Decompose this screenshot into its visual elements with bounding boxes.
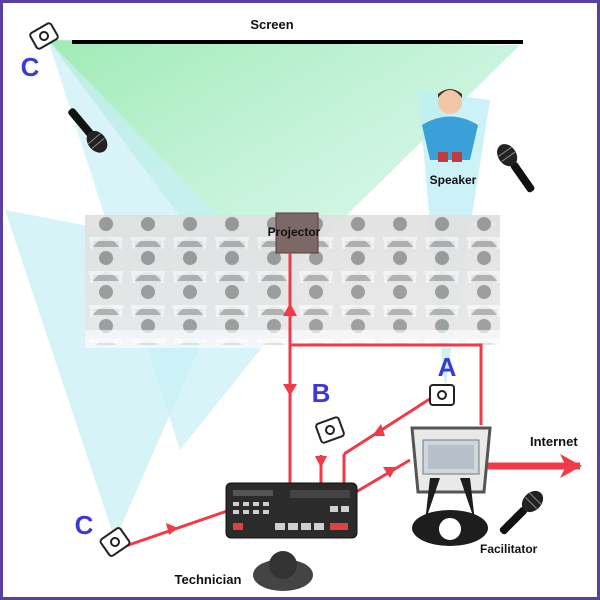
camera-icon-b bbox=[315, 416, 345, 444]
laptop-icon bbox=[410, 426, 492, 494]
arrow-to-laptop bbox=[383, 467, 396, 478]
marker-c-top: C bbox=[21, 52, 40, 82]
camera-a-line bbox=[343, 393, 437, 456]
internet-arrowhead bbox=[560, 454, 582, 478]
screen-label: Screen bbox=[250, 17, 293, 32]
internet-label: Internet bbox=[530, 434, 578, 449]
arrow-camera-c-bottom bbox=[166, 523, 178, 535]
signal-arrowheads bbox=[166, 303, 396, 535]
marker-b: B bbox=[312, 378, 331, 408]
facilitator-person-icon bbox=[412, 478, 488, 546]
speaker-label: Speaker bbox=[430, 173, 477, 187]
camera-icon-c-bottom bbox=[99, 527, 131, 557]
facilitator-label: Facilitator bbox=[480, 542, 538, 556]
arrow-down-camera-b bbox=[315, 456, 327, 468]
microphone-icon-left bbox=[68, 108, 108, 153]
technician-label: Technician bbox=[175, 572, 242, 587]
marker-a: A bbox=[438, 352, 457, 382]
video-switcher-icon bbox=[225, 482, 358, 539]
arrow-down-switcher bbox=[283, 384, 297, 396]
camera-c-top-cone bbox=[48, 40, 520, 310]
microphone-icon-facilitator bbox=[499, 490, 544, 535]
microphone-icon-speaker bbox=[497, 144, 535, 193]
arrow-up-projector bbox=[283, 303, 297, 316]
technician-person-icon bbox=[253, 551, 313, 591]
camera-icon-c-top bbox=[29, 22, 59, 50]
camera-icon-a bbox=[429, 384, 455, 406]
projector-icon bbox=[275, 212, 319, 254]
projector-feed-line bbox=[288, 253, 483, 425]
speaker-person-icon bbox=[422, 89, 478, 162]
switcher-to-laptop-line bbox=[355, 458, 411, 494]
marker-c-bottom: C bbox=[75, 510, 94, 540]
projector-label: Projector bbox=[268, 225, 321, 239]
arrow-camera-a bbox=[372, 424, 385, 436]
